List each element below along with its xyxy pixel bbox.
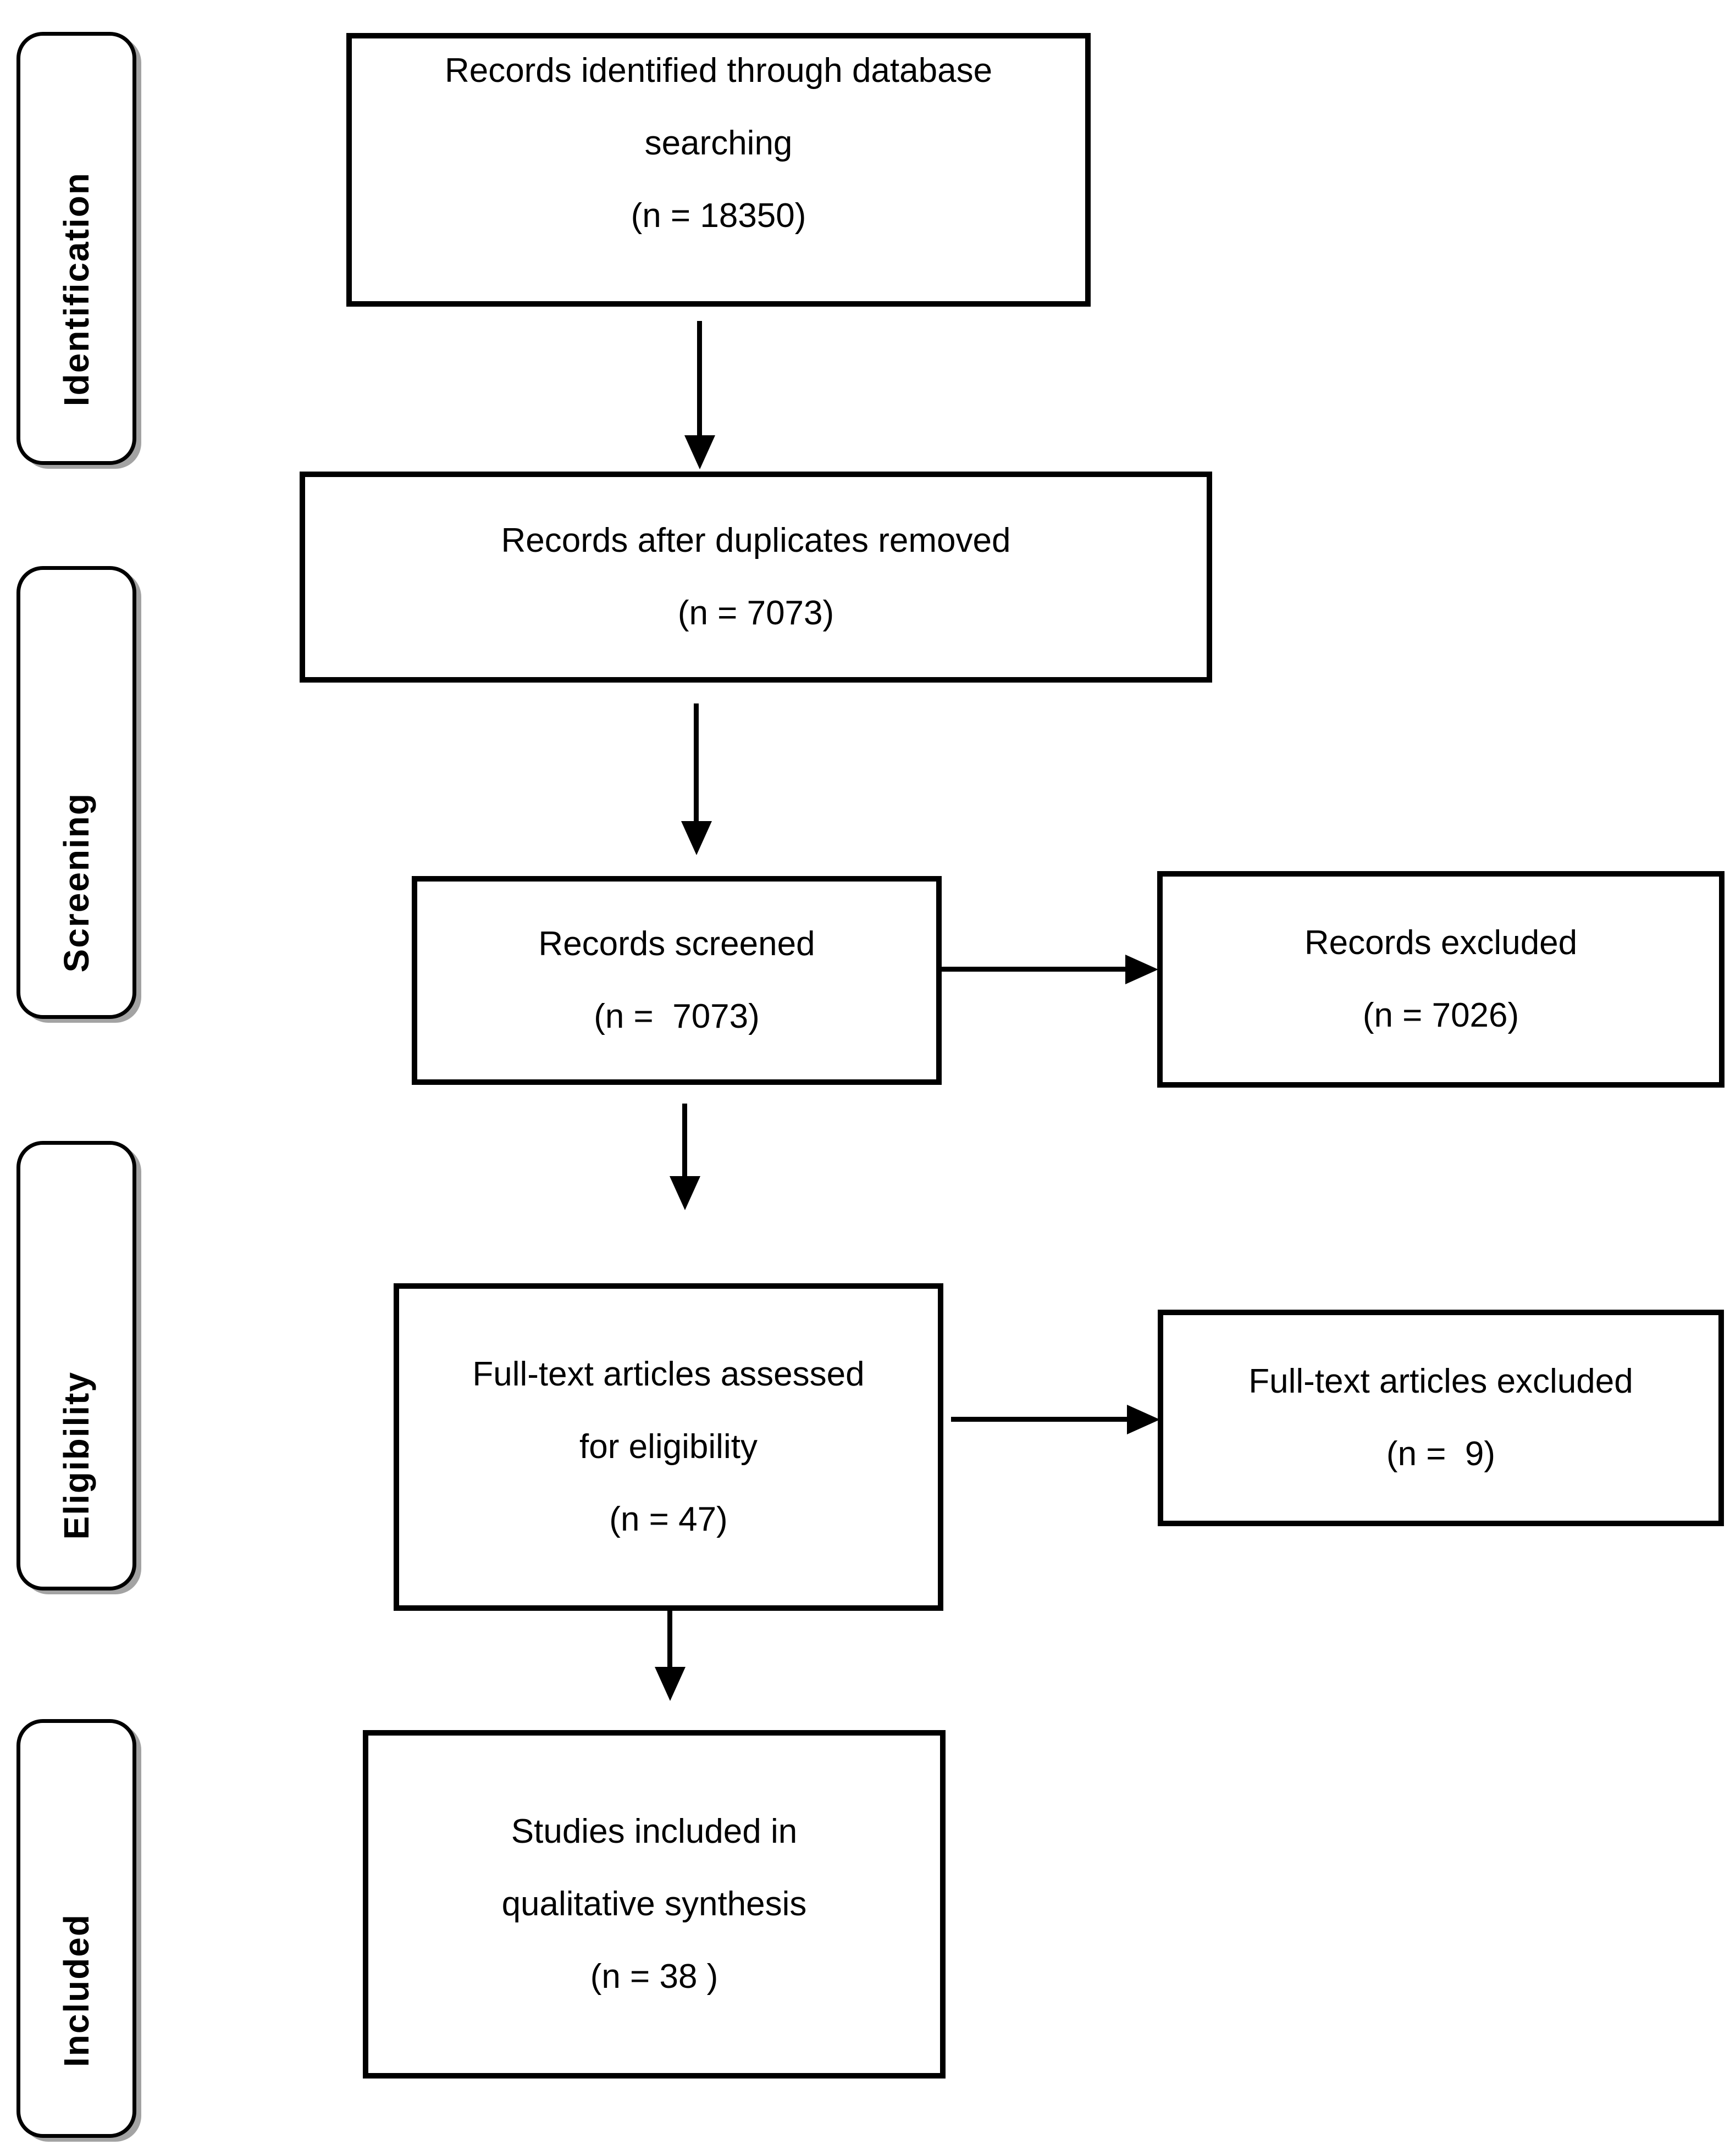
arrow-screened-to-excluded-icon bbox=[942, 967, 1125, 972]
box-fulltext-assessed: Full-text articles assessed for eligibil… bbox=[394, 1283, 943, 1611]
box-fulltext-excluded-count: (n = 9) bbox=[1386, 1435, 1496, 1473]
stage-label-identification: Identification bbox=[16, 32, 136, 465]
stage-label-screening: Screening bbox=[16, 566, 136, 1019]
box-studies-included-line1: Studies included in bbox=[511, 1813, 798, 1850]
box-fulltext-assessed-line1: Full-text articles assessed bbox=[472, 1355, 865, 1393]
stage-label-identification-text: Identification bbox=[57, 171, 96, 406]
box-records-excluded-count: (n = 7026) bbox=[1362, 996, 1519, 1034]
box-records-screened-count: (n = 7073) bbox=[594, 997, 760, 1035]
box-fulltext-assessed-line2: for eligibility bbox=[579, 1428, 758, 1466]
box-fulltext-excluded-line1: Full-text articles excluded bbox=[1248, 1362, 1633, 1400]
box-studies-included-line2: qualitative synthesis bbox=[501, 1885, 807, 1923]
box-records-excluded-line1: Records excluded bbox=[1304, 924, 1578, 962]
box-fulltext-assessed-count: (n = 47) bbox=[609, 1500, 728, 1538]
arrow-dedup-to-screened-icon bbox=[694, 703, 699, 821]
stage-label-screening-text: Screening bbox=[57, 792, 96, 972]
box-records-identified: Records identified through database sear… bbox=[346, 33, 1091, 307]
stage-label-included: Included bbox=[16, 1719, 136, 2138]
box-records-identified-line2: searching bbox=[644, 124, 793, 162]
box-records-after-duplicates-removed-count: (n = 7073) bbox=[677, 594, 834, 632]
box-fulltext-excluded: Full-text articles excluded (n = 9) bbox=[1158, 1310, 1724, 1526]
arrow-fulltext-to-excluded-icon bbox=[951, 1417, 1127, 1422]
box-studies-included: Studies included in qualitative synthesi… bbox=[363, 1730, 946, 2079]
arrow-fulltext-to-included-icon bbox=[667, 1611, 672, 1667]
box-studies-included-count: (n = 38 ) bbox=[590, 1958, 718, 1996]
stage-label-eligibility: Eligibility bbox=[16, 1141, 136, 1590]
box-records-excluded: Records excluded (n = 7026) bbox=[1157, 871, 1725, 1088]
stage-label-eligibility-text: Eligibility bbox=[57, 1371, 96, 1539]
box-records-identified-line1: Records identified through database bbox=[444, 52, 993, 90]
box-records-identified-count: (n = 18350) bbox=[631, 197, 806, 235]
box-records-after-duplicates-removed-line1: Records after duplicates removed bbox=[501, 522, 1011, 559]
stage-label-included-text: Included bbox=[57, 1913, 96, 2067]
box-records-screened-line1: Records screened bbox=[538, 925, 815, 963]
box-records-after-duplicates-removed: Records after duplicates removed (n = 70… bbox=[300, 472, 1212, 683]
box-records-screened: Records screened (n = 7073) bbox=[412, 876, 942, 1085]
arrow-screened-to-fulltext-icon bbox=[682, 1104, 687, 1176]
arrow-identified-to-dedup-icon bbox=[697, 321, 702, 435]
